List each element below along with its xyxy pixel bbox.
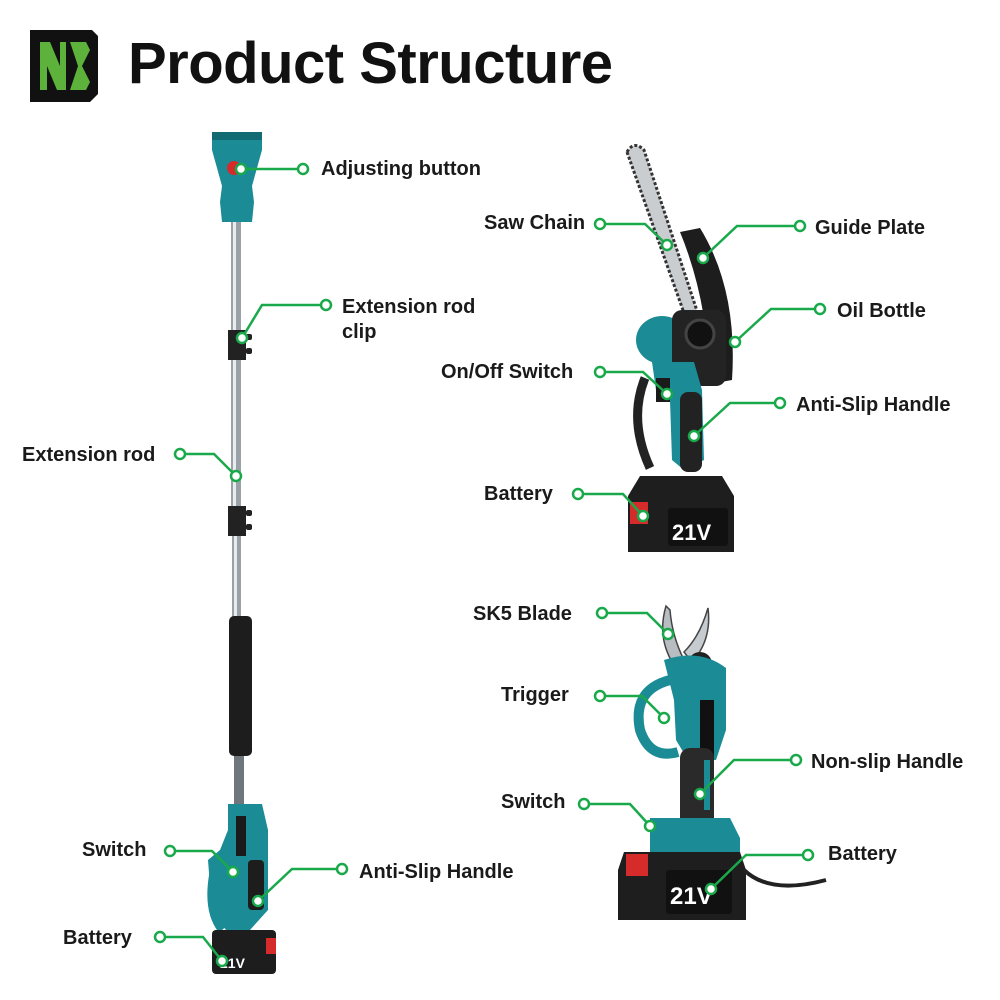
label-trigger: Trigger — [501, 684, 569, 706]
pole-saw-illustration: 21V — [207, 132, 276, 974]
brand-logo-icon — [30, 30, 98, 102]
label-pruner-switch: Switch — [501, 791, 566, 813]
label-pruner-battery: Battery — [828, 843, 897, 865]
page-title: Product Structure — [128, 31, 613, 96]
chainsaw-illustration: 21V — [625, 144, 734, 552]
svg-text:21V: 21V — [672, 520, 711, 545]
label-chainsaw-battery: Battery — [484, 483, 553, 505]
label-pole-battery: Battery — [63, 927, 132, 949]
label-guide-plate: Guide Plate — [815, 217, 926, 239]
label-chainsaw-anti-slip-handle: Anti-Slip Handle — [796, 394, 951, 416]
label-extension-rod-clip-line1: Extension rod — [342, 296, 476, 318]
label-saw-chain: Saw Chain — [484, 212, 586, 234]
label-pole-switch: Switch — [82, 839, 147, 861]
callout-lines — [153, 162, 827, 968]
label-sk5-blade: SK5 Blade — [473, 603, 572, 625]
label-extension-rod: Extension rod — [22, 444, 156, 466]
label-adjusting-button: Adjusting button — [321, 158, 481, 180]
label-non-slip-handle: Non-slip Handle — [811, 751, 964, 773]
label-extension-rod-clip-line2: clip — [342, 321, 377, 343]
label-oil-bottle: Oil Bottle — [837, 300, 926, 322]
label-on-off-switch: On/Off Switch — [441, 361, 574, 383]
label-pole-anti-slip-handle: Anti-Slip Handle — [359, 861, 514, 883]
